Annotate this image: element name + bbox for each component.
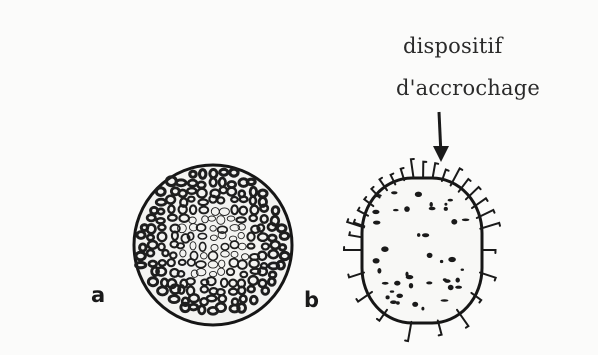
surface-dot <box>456 278 460 283</box>
surface-dot <box>451 219 457 225</box>
surface-dot <box>461 269 464 271</box>
hook <box>344 247 361 250</box>
surface-dot <box>444 203 447 206</box>
surface-dot <box>430 202 433 207</box>
annotation-text-line-2: d'accrochage <box>396 78 540 99</box>
hook <box>480 223 500 229</box>
hook <box>483 250 496 253</box>
surface-dot <box>409 283 413 288</box>
surface-dot <box>381 246 388 252</box>
surface-dot <box>412 302 418 307</box>
surface-dot <box>415 192 422 197</box>
surface-dot <box>455 286 462 289</box>
hook <box>405 322 411 341</box>
surface-dot <box>396 294 403 298</box>
annotation-arrow <box>433 112 449 162</box>
surface-dot <box>417 233 420 237</box>
surface-dot <box>448 199 453 202</box>
surface-dot <box>421 307 424 311</box>
surface-dot <box>390 300 397 304</box>
surface-dot <box>404 206 410 212</box>
hook <box>451 168 463 185</box>
surface-dot <box>443 278 447 281</box>
surface-dot <box>377 268 381 274</box>
surface-dot <box>462 219 470 222</box>
seed-a-label: a <box>91 285 105 306</box>
seed-a <box>134 165 292 325</box>
surface-dot <box>386 295 390 299</box>
surface-dot <box>426 281 432 284</box>
hook <box>349 232 362 237</box>
annotation-text-line-1: dispositif <box>403 36 502 57</box>
surface-dot <box>373 221 380 225</box>
surface-dot <box>372 210 379 214</box>
surface-dot <box>448 285 454 290</box>
seed-b-label: b <box>304 290 319 311</box>
surface-dot <box>444 207 448 211</box>
surface-dot <box>441 299 449 302</box>
surface-dot <box>429 207 436 211</box>
surface-dot <box>448 257 456 262</box>
surface-dot <box>373 258 380 263</box>
seed-b <box>344 159 500 341</box>
surface-dot <box>427 253 433 258</box>
surface-dot <box>422 233 429 237</box>
hook <box>411 159 414 178</box>
surface-dot <box>390 290 394 292</box>
surface-dot <box>382 282 389 285</box>
surface-dot <box>391 191 397 194</box>
surface-dot <box>393 209 399 211</box>
hook <box>433 163 439 178</box>
hook <box>423 162 426 177</box>
surface-dot <box>406 275 414 279</box>
surface-dot <box>440 260 443 263</box>
surface-dot <box>394 281 400 286</box>
